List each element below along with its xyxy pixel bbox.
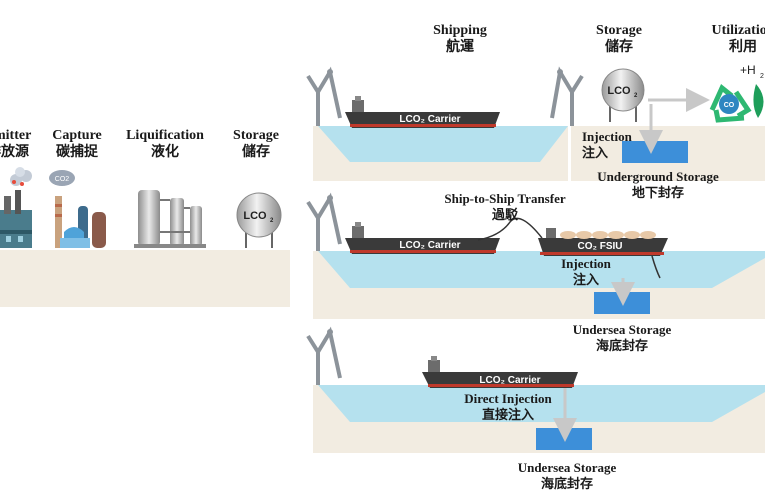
route2-lco2-carrier-ship: LCO₂ Carrier [345,222,500,254]
route2-loading-arm-icon [306,192,342,251]
route1-unloading-arm-icon [550,66,584,126]
route1-port [313,126,765,181]
fsiu-label: CO₂ FSIU [578,241,623,252]
top-tank-sub: 2 [634,93,638,99]
factory-icon [0,167,32,248]
route2-carrier-label: LCO₂ Carrier [399,240,460,251]
transfer-hose [477,217,543,241]
route1-carrier-label: LCO₂ Carrier [399,114,460,125]
underground-reservoir [622,141,688,163]
left-tank-sub: 2 [270,218,274,224]
route1-lco2-carrier-ship: LCO₂ Carrier [345,96,500,128]
recycle-icon: CO [709,84,764,123]
top-tank-label: LCO [607,85,631,97]
route3-port [313,385,765,453]
top-storage-tank-icon: LCO 2 [601,68,645,122]
recycle-co2-label: CO [724,102,735,109]
left-storage-tank-icon: LCO 2 [236,192,282,248]
leaf-icon [753,84,764,118]
left-ground [0,250,290,307]
route3-carrier-label: LCO₂ Carrier [479,375,540,386]
co2-fsiu-vessel: CO₂ FSIU [538,228,668,279]
utilization-label: Utilization利用 [711,23,765,55]
h2-sub: 2 [760,73,764,80]
liquification-unit-icon [134,190,206,248]
left-tank-label: LCO [243,210,267,222]
route1-loading-arm-icon [306,66,342,126]
route2-port [313,251,765,319]
co2-cloud-label: CO2 [55,176,70,183]
h2-label: +H [740,63,756,77]
route3-lco2-carrier-ship: LCO₂ Carrier [422,356,578,388]
emitter-label: Emitter排放源 [0,128,32,160]
route3-loading-arm-icon [306,326,342,385]
capture-plant-icon: CO2 [49,170,106,248]
